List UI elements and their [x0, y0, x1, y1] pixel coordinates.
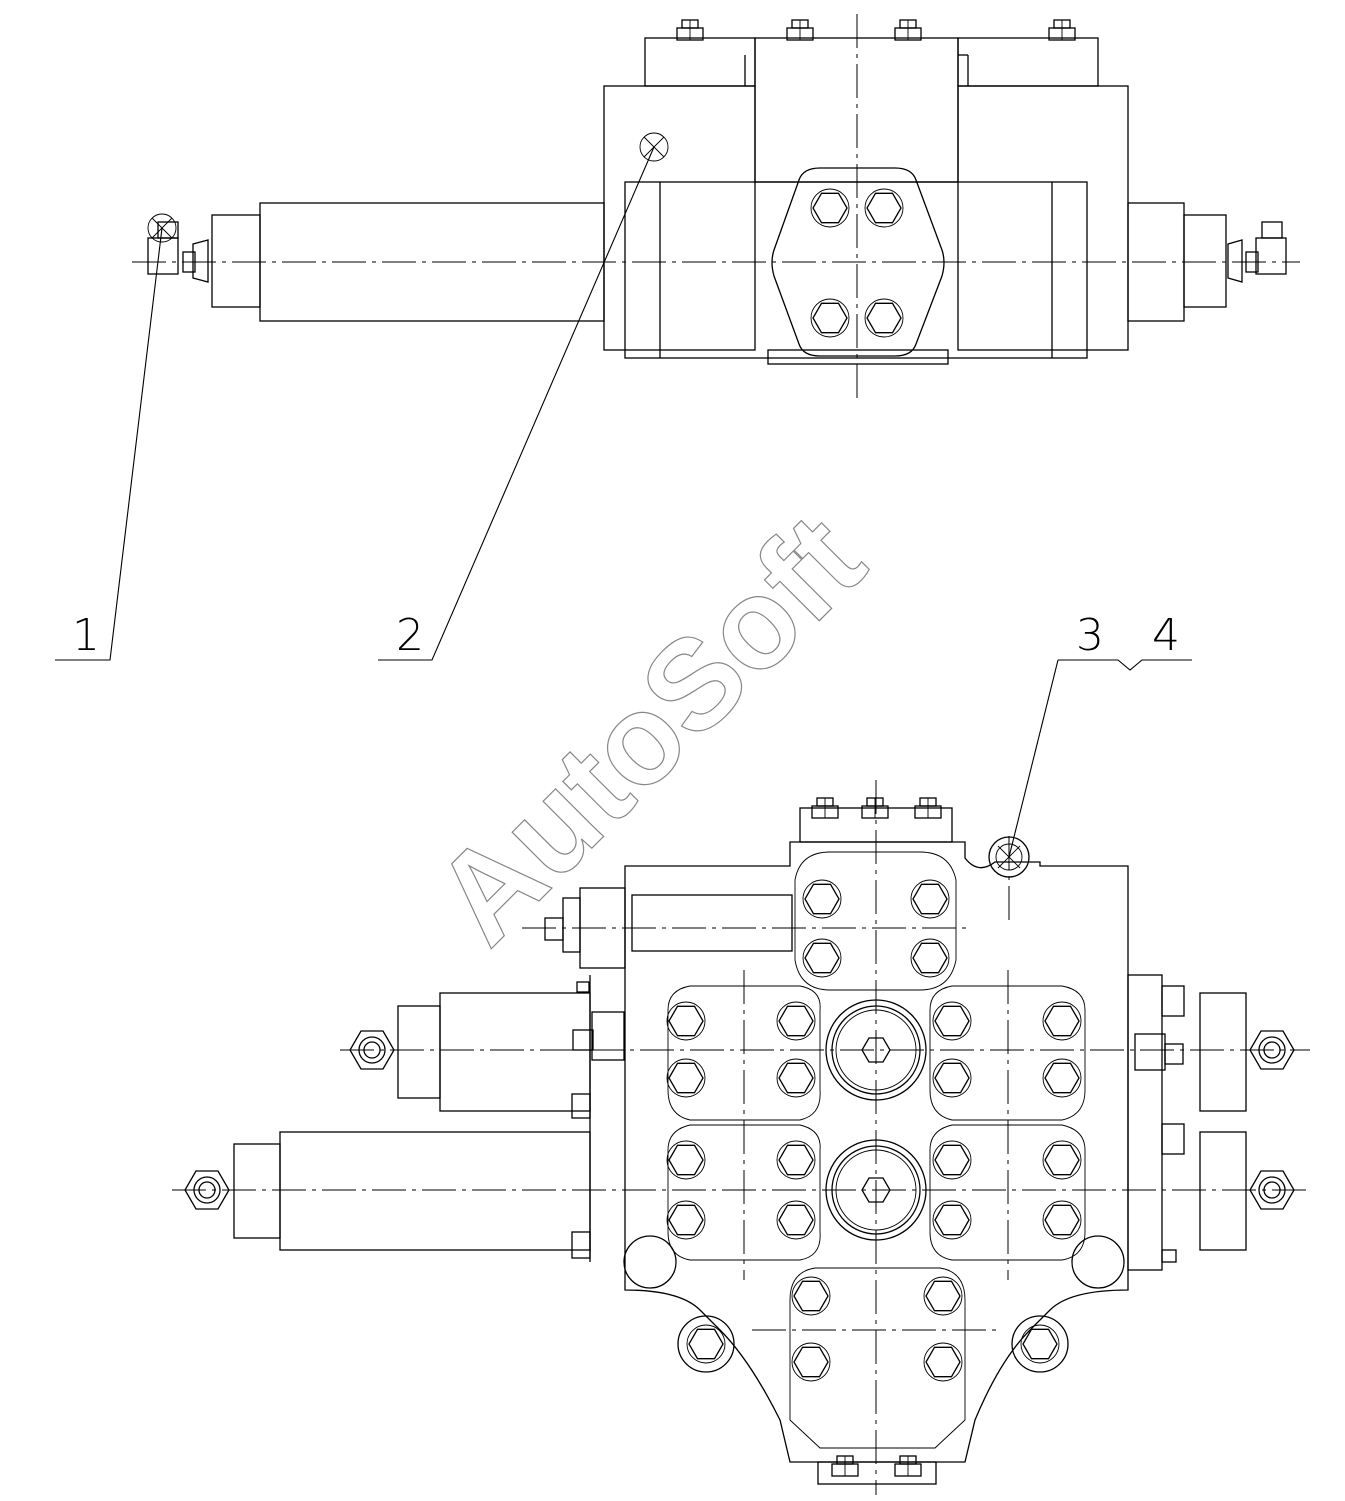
front-view — [172, 780, 1310, 1495]
callout-2-label: 2 — [396, 610, 424, 661]
top-view — [132, 14, 1300, 398]
callout-3-label: 3 — [1076, 610, 1104, 661]
callout-1-label: 1 — [72, 610, 100, 661]
callout-2: 2 — [378, 146, 655, 661]
callout-3-4: 3 4 — [1008, 610, 1192, 858]
callout-4-label: 4 — [1152, 610, 1180, 661]
watermark: AutoSoft — [408, 488, 891, 971]
callout-1: 1 — [55, 227, 163, 661]
